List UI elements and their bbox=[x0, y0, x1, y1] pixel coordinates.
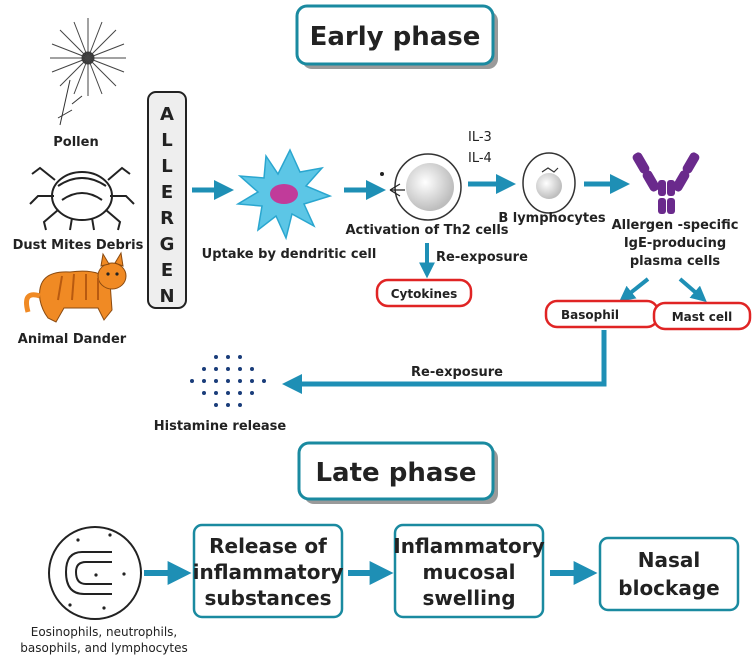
swelling-label-line3: swelling bbox=[422, 586, 515, 610]
mast-cell-box: Mast cell bbox=[652, 301, 752, 331]
histamine-label: Histamine release bbox=[154, 419, 287, 434]
arrow-plasma-to-basophil bbox=[618, 277, 650, 302]
swelling-label-line1: Inflammatory bbox=[393, 534, 544, 558]
basophil-box: Basophil bbox=[544, 299, 660, 329]
late-phase-title-box: Late phase bbox=[297, 441, 498, 504]
swelling-label-line2: mucosal bbox=[423, 560, 516, 584]
allergen-letter: E bbox=[161, 182, 173, 203]
plasma-label-line1: Allergen -specific bbox=[612, 218, 739, 233]
th2-label: Activation of Th2 cells bbox=[345, 223, 508, 238]
allergen-box: A L L E R G E N bbox=[147, 91, 187, 309]
blockage-label-line2: blockage bbox=[618, 576, 719, 600]
early-phase-title-box: Early phase bbox=[295, 4, 498, 69]
animal-dander-label: Animal Dander bbox=[18, 332, 127, 347]
b-lymphocyte-icon bbox=[522, 152, 576, 214]
cat-icon bbox=[24, 251, 127, 323]
allergen-letter: N bbox=[159, 286, 174, 307]
plasma-label-line3: plasma cells bbox=[630, 254, 721, 269]
dust-mites-label: Dust Mites Debris bbox=[13, 238, 144, 253]
plasma-label-line2: IgE-producing bbox=[624, 236, 726, 251]
pollen-icon bbox=[50, 18, 126, 126]
histamine-dots-icon bbox=[190, 355, 266, 407]
arrow-plasma-to-mast-cell bbox=[678, 277, 707, 303]
reexposure-label-2: Re-exposure bbox=[411, 365, 503, 380]
dust-mite-icon bbox=[29, 166, 135, 231]
pollen-label: Pollen bbox=[53, 135, 98, 150]
il4-label: IL-4 bbox=[468, 151, 492, 166]
late-phase-title: Late phase bbox=[315, 458, 476, 488]
release-label-line2: inflammatory bbox=[193, 560, 344, 584]
arrow-basophil-to-histamine bbox=[282, 330, 607, 394]
granulocyte-icon bbox=[48, 526, 142, 620]
cytokines-label: Cytokines bbox=[391, 287, 458, 301]
reexposure-label-1: Re-exposure bbox=[436, 250, 528, 265]
early-phase-title: Early phase bbox=[310, 22, 481, 52]
release-label-line3: substances bbox=[205, 586, 332, 610]
th2-cell-icon bbox=[380, 153, 462, 221]
allergen-letter: L bbox=[161, 156, 172, 177]
basophil-label: Basophil bbox=[561, 308, 619, 322]
cytokines-box: Cytokines bbox=[375, 278, 473, 308]
ige-antibody-icon bbox=[632, 152, 700, 214]
b-lymphocytes-label: B lymphocytes bbox=[498, 211, 606, 226]
uptake-label: Uptake by dendritic cell bbox=[202, 247, 377, 262]
mast-cell-label: Mast cell bbox=[672, 310, 733, 324]
cells-label-line1: Eosinophils, neutrophils, bbox=[31, 625, 178, 639]
swelling-box: Inflammatory mucosal swelling bbox=[393, 523, 545, 619]
allergen-letter: A bbox=[160, 104, 174, 125]
release-label-line1: Release of bbox=[209, 534, 327, 558]
release-box: Release of inflammatory substances bbox=[193, 523, 344, 619]
blockage-label-line1: Nasal bbox=[638, 548, 701, 572]
allergen-letter: R bbox=[160, 208, 174, 229]
allergen-letter: E bbox=[161, 260, 173, 281]
allergen-letter: G bbox=[160, 234, 175, 255]
allergen-letter: L bbox=[161, 130, 172, 151]
dendritic-cell-icon bbox=[235, 148, 333, 241]
blockage-box: Nasal blockage bbox=[598, 536, 740, 612]
il3-label: IL-3 bbox=[468, 130, 492, 145]
cells-label-line2: basophils, and lymphocytes bbox=[20, 641, 187, 655]
